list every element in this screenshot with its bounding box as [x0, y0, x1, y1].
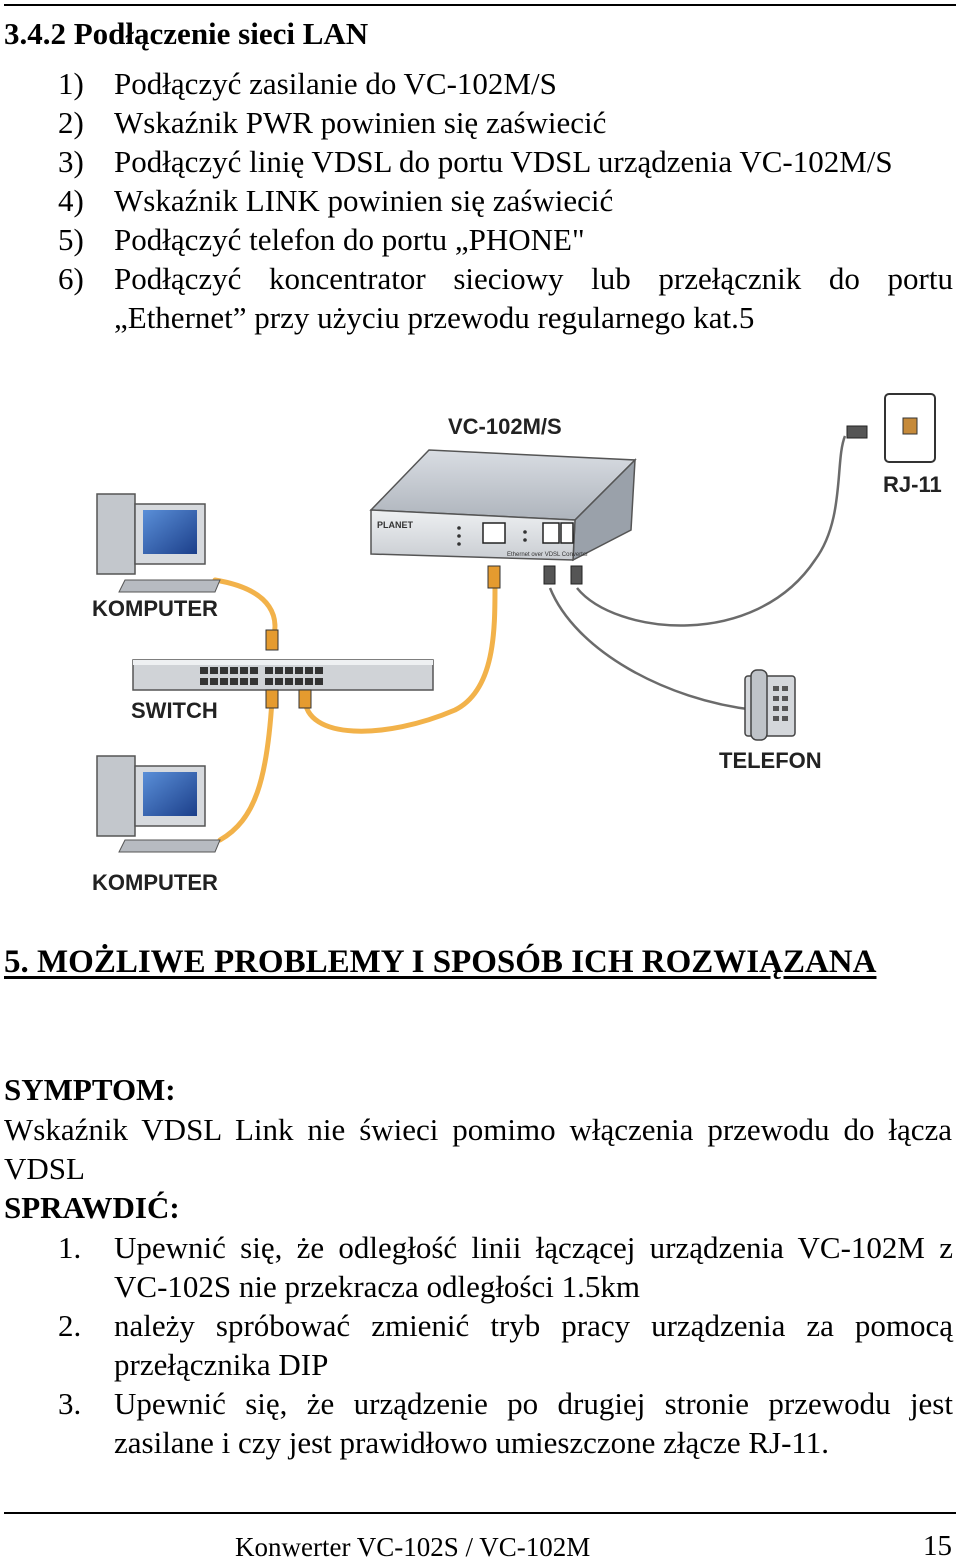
computer-bottom: KOMPUTER	[92, 755, 221, 895]
switch-label: SWITCH	[131, 698, 218, 723]
line-rj11	[576, 435, 847, 627]
rj11-wall-socket: RJ-11	[846, 393, 942, 497]
line-phone	[548, 587, 756, 712]
section-heading: 3.4.2 Podłączenie sieci LAN	[4, 16, 369, 51]
list-item: 1)Podłączyć zasilanie do VC-102M/S	[58, 66, 557, 101]
page-number: 15	[923, 1530, 952, 1562]
phone-label: TELEFON	[719, 748, 822, 773]
list-item: 3.Upewnić się, że urządzenie po drugiej …	[58, 1386, 953, 1460]
check-label: SPRAWDIĆ:	[4, 1190, 180, 1225]
list-item: 2.należy spróbować zmienić tryb pracy ur…	[58, 1308, 953, 1382]
footer-title: Konwerter VC-102S / VC-102M	[235, 1532, 591, 1562]
computer-top: KOMPUTER	[92, 493, 221, 621]
top-rule	[4, 4, 956, 6]
list-item: 4)Wskaźnik LINK powinien się zaświecić	[58, 183, 614, 218]
list-item: 2)Wskaźnik PWR powinien się zaświecić	[58, 105, 607, 140]
network-switch: SWITCH	[131, 659, 434, 723]
cable-switch-device	[302, 583, 498, 734]
checks-list: 1.Upewnić się, że odległość linii łącząc…	[58, 1228, 953, 1462]
computer-bottom-label: KOMPUTER	[92, 870, 218, 895]
rj45-plug	[265, 629, 279, 651]
list-item: 5)Podłączyć telefon do portu „PHONE"	[58, 222, 585, 257]
troubleshooting-heading: 5. MOŻLIWE PROBLEMY I SPOSÓB ICH ROZWIĄZ…	[4, 944, 877, 980]
device-brand: PLANET	[377, 520, 414, 530]
list-item: 3)Podłączyć linię VDSL do portu VDSL urz…	[58, 144, 893, 179]
bottom-rule	[4, 1512, 956, 1514]
list-item: 6)Podłączyć koncentrator sieciowy lub pr…	[58, 261, 953, 335]
lan-connection-diagram: VC-102M/S PLANET Ethernet over VDSL Conv…	[92, 393, 942, 895]
rj11-label: RJ-11	[883, 472, 942, 497]
device-label: VC-102M/S	[448, 414, 562, 439]
phone-lines	[548, 435, 847, 712]
computer-top-label: KOMPUTER	[92, 596, 218, 621]
setup-steps-list: 1)Podłączyć zasilanie do VC-102M/S 2)Wsk…	[58, 64, 953, 337]
ethernet-cables	[212, 577, 498, 843]
cable-switch-computer-bottom	[217, 697, 275, 843]
list-item: 1.Upewnić się, że odległość linii łącząc…	[58, 1230, 953, 1304]
vdsl-converter-device: VC-102M/S PLANET Ethernet over VDSL Conv…	[369, 414, 637, 589]
symptom-text: Wskaźnik VDSL Link nie świeci pomimo włą…	[4, 1112, 952, 1186]
device-caption: Ethernet over VDSL Converter	[507, 552, 588, 558]
telephone: TELEFON	[719, 669, 822, 773]
symptom-label: SYMPTOM:	[4, 1072, 176, 1107]
